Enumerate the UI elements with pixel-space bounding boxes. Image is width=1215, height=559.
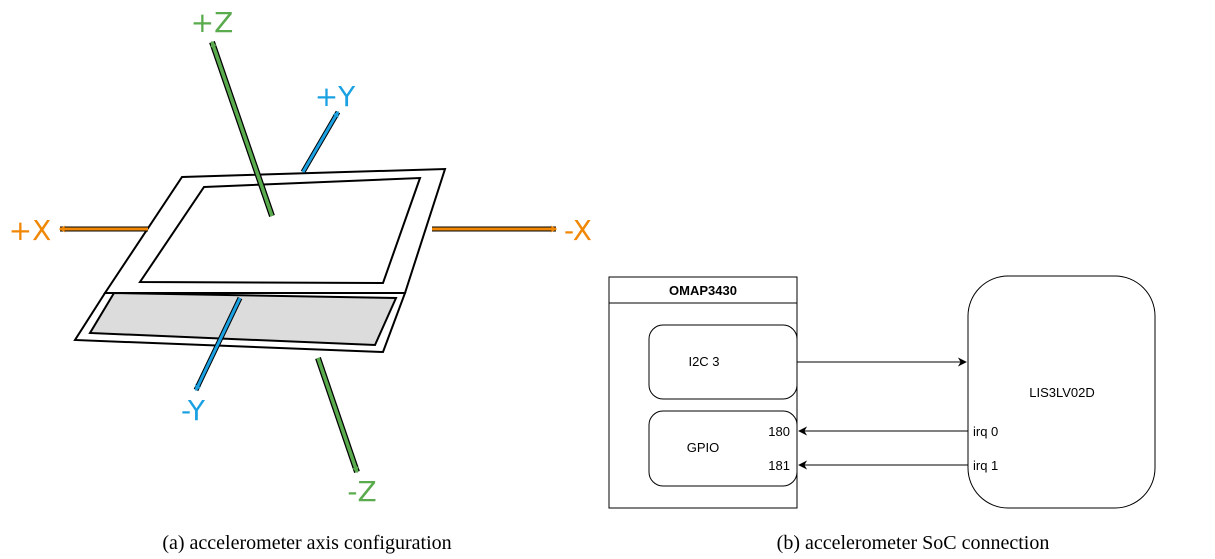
soc-diagram: OMAP3430 I2C 3 GPIO 180 181 LIS3LV02D ir… xyxy=(608,275,1156,554)
i2c-label: I2C 3 xyxy=(688,354,719,369)
plus-y-arrow-fill xyxy=(301,110,340,173)
gpio-label: GPIO xyxy=(687,440,720,455)
sensor-block xyxy=(967,275,1156,509)
caption-a: (a) accelerometer axis configuration xyxy=(162,532,451,554)
gpio-pin-181: 181 xyxy=(768,458,790,473)
sensor-label: LIS3LV02D xyxy=(1029,385,1095,400)
axis-diagram: +Z -Z +Y -Y +X -X (a) accelerometer axis… xyxy=(9,6,592,554)
i2c-block xyxy=(648,324,798,400)
gpio-pin-180: 180 xyxy=(768,424,790,439)
minus-y-label: -Y xyxy=(181,394,206,427)
laptop-screen-panel xyxy=(138,176,422,285)
caption-b: (b) accelerometer SoC connection xyxy=(777,532,1050,554)
minus-z-label: -Z xyxy=(347,475,376,508)
omap-title: OMAP3430 xyxy=(669,283,737,298)
minus-z-arrow-fill xyxy=(316,357,359,474)
plus-x-label: +X xyxy=(9,214,52,247)
irq1-label: irq 1 xyxy=(973,458,998,473)
gpio-block xyxy=(648,410,798,487)
plus-z-arrow-fill xyxy=(210,40,274,217)
plus-z-label: +Z xyxy=(191,6,234,39)
minus-y-arrow-fill xyxy=(194,297,242,392)
plus-y-label: +Y xyxy=(315,80,356,113)
laptop-keyboard xyxy=(88,291,398,347)
minus-x-label: -X xyxy=(564,214,592,247)
irq0-label: irq 0 xyxy=(973,424,998,439)
